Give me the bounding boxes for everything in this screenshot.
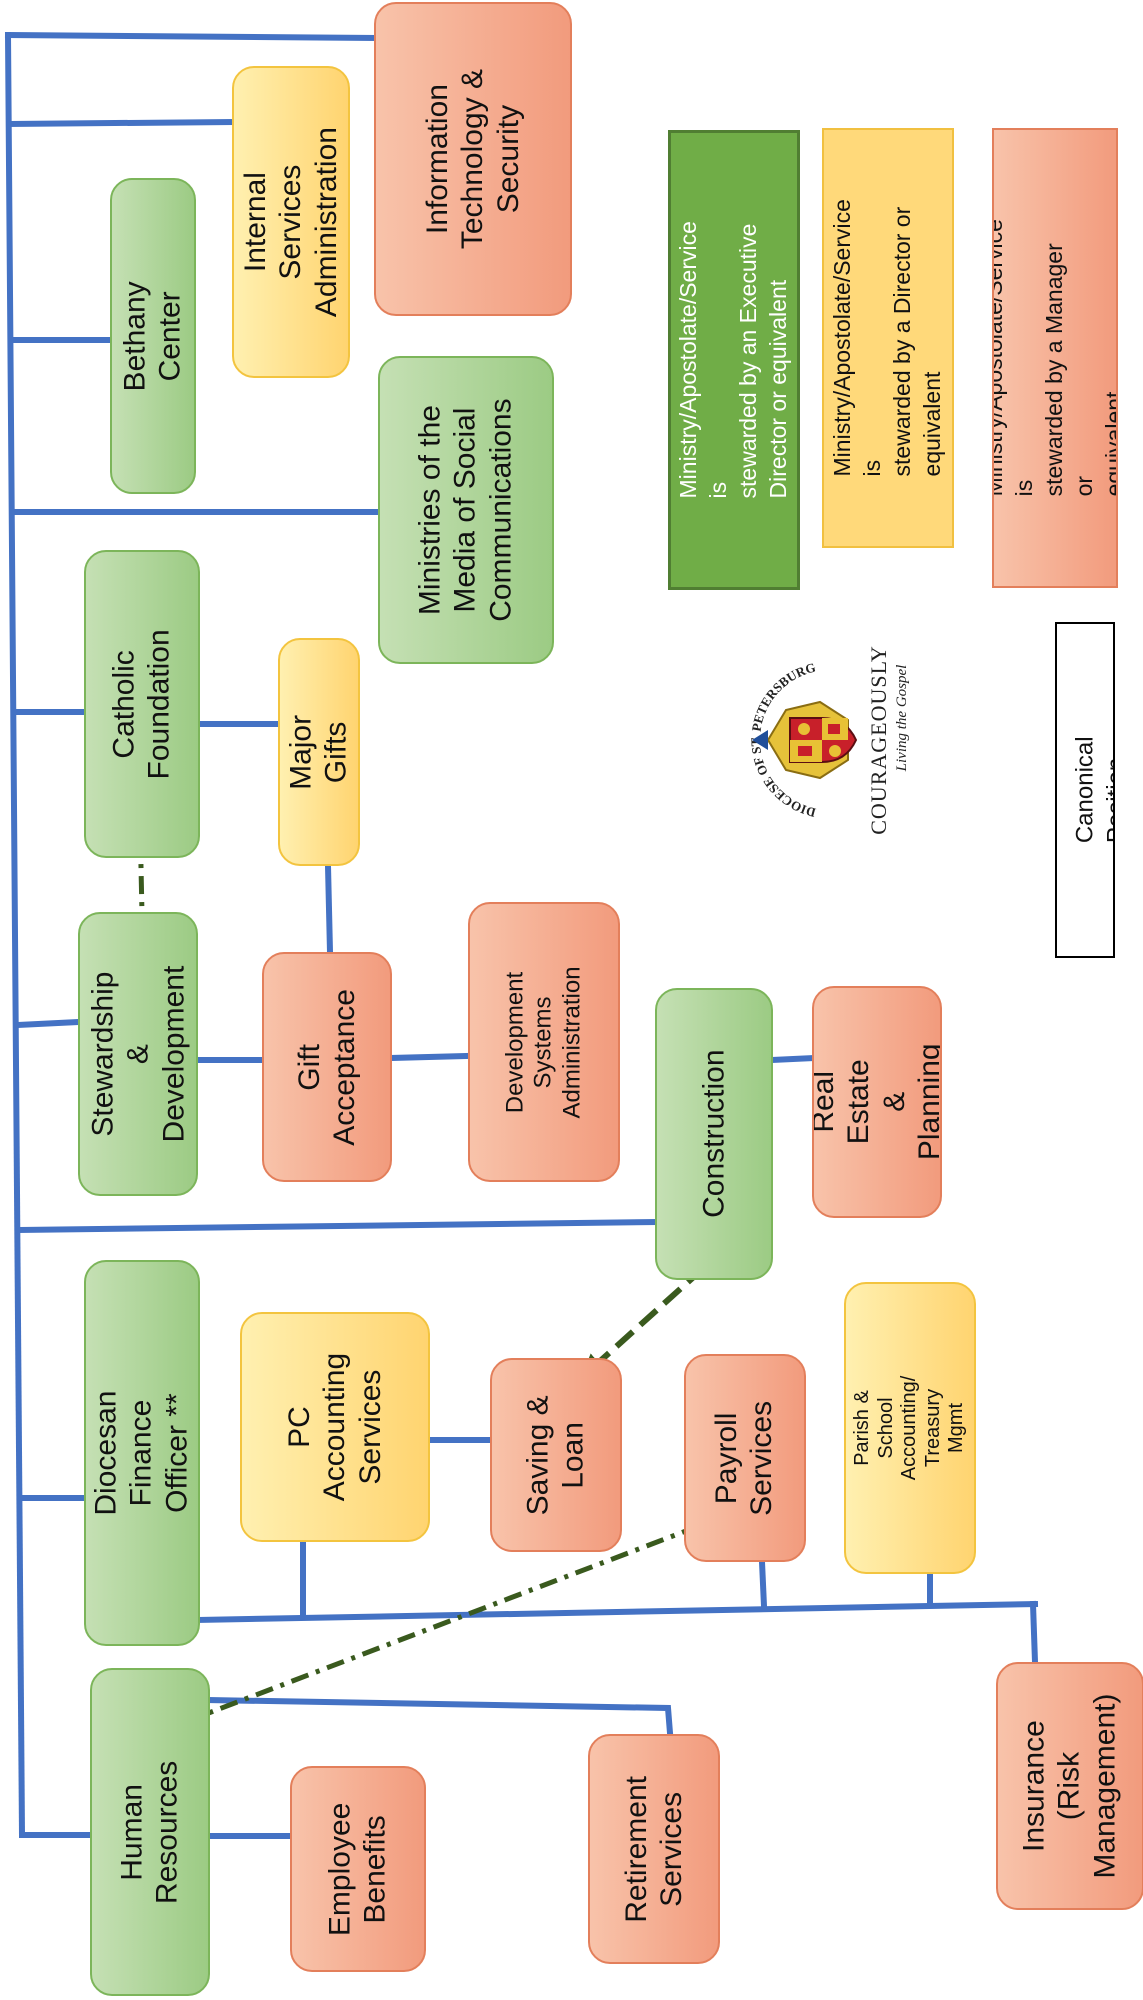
- node-retirement: Retirement Services: [588, 1734, 720, 1964]
- node-construction: Construction: [655, 988, 773, 1280]
- diocese-logo: DIOCESE OF ST. PETERSBURG COURAGEOUSLY L…: [748, 645, 910, 834]
- node-employee-benefits-label: Employee Benefits: [323, 1802, 392, 1936]
- legend-manager-text: Ministry/Apostolate/Service is stewarded…: [992, 219, 1118, 497]
- node-pc-accounting-label: PC Accounting Services: [282, 1352, 387, 1502]
- node-payroll-label: Payroll Services: [710, 1400, 779, 1516]
- node-retirement-label: Retirement Services: [619, 1775, 688, 1923]
- node-insurance-label: Insurance (Risk Management): [1017, 1693, 1122, 1879]
- legend-canonical: ** Canonical Position: [1055, 622, 1115, 958]
- link-major-gifts-gift: [324, 862, 334, 956]
- node-major-gifts: Major Gifts: [278, 638, 360, 866]
- branch-construction: [16, 1218, 659, 1234]
- node-gift-acceptance: Gift Acceptance: [262, 952, 392, 1182]
- node-saving-loan: Saving & Loan: [490, 1358, 622, 1552]
- node-employee-benefits: Employee Benefits: [290, 1766, 426, 1972]
- node-real-estate: Real Estate & Planning: [812, 986, 942, 1218]
- node-catholic-foundation-label: Catholic Foundation: [107, 628, 176, 780]
- node-stewardship: Stewardship & Development: [78, 912, 198, 1196]
- node-human-resources-label: Human Resources: [115, 1760, 185, 1904]
- node-internal-services: Internal Services Administration: [232, 66, 350, 378]
- logo-motto: COURAGEOUSLY: [866, 645, 891, 834]
- node-parish-school-label: Parish & School Accounting/ Treasury Mgm…: [851, 1375, 968, 1481]
- bus-payroll: [758, 1558, 768, 1610]
- link-gift-devsys: [386, 1052, 472, 1062]
- node-info-tech: Information Technology & Security: [374, 2, 572, 316]
- branch-internal-services: [6, 118, 236, 128]
- trunk-line: [4, 31, 26, 1839]
- link-hr-retirement: [204, 1696, 674, 1737]
- legend-manager: Ministry/Apostolate/Service is stewarded…: [992, 128, 1118, 588]
- legend-director-text: Ministry/Apostolate/Service is stewarded…: [829, 199, 945, 477]
- node-media-social: Ministries of the Media of Social Commun…: [378, 356, 554, 664]
- node-bethany-center-label: Bethany Center: [118, 280, 187, 392]
- legend-canonical-text: ** Canonical Position: [1055, 736, 1115, 844]
- node-payroll: Payroll Services: [684, 1354, 806, 1562]
- node-internal-services-label: Internal Services Administration: [238, 126, 343, 318]
- legend-executive-text: Ministry/Apostolate/Service is stewarded…: [675, 221, 791, 499]
- node-pc-accounting: PC Accounting Services: [240, 1312, 430, 1542]
- node-construction-label: Construction: [697, 1049, 731, 1219]
- node-insurance: Insurance (Risk Management): [996, 1662, 1143, 1910]
- node-media-social-label: Ministries of the Media of Social Commun…: [413, 398, 518, 622]
- node-catholic-foundation: Catholic Foundation: [84, 550, 200, 858]
- node-finance-officer-label: Diocesan Finance Officer **: [89, 1390, 194, 1516]
- legend-executive: Ministry/Apostolate/Service is stewarded…: [668, 130, 800, 590]
- node-stewardship-label: Stewardship & Development: [85, 965, 190, 1143]
- link-construction-realestate: [768, 1054, 818, 1064]
- node-parish-school: Parish & School Accounting/ Treasury Mgm…: [844, 1282, 976, 1574]
- logo-tagline: Living the Gospel: [894, 665, 910, 773]
- node-saving-loan-label: Saving & Loan: [521, 1394, 590, 1516]
- node-bethany-center: Bethany Center: [110, 178, 196, 494]
- branch-stewardship: [14, 1018, 82, 1029]
- node-dev-systems: Development Systems Administration: [468, 902, 620, 1182]
- node-dev-systems-label: Development Systems Administration: [501, 965, 586, 1119]
- bus-insurance: [1029, 1600, 1039, 1666]
- legend-director: Ministry/Apostolate/Service is stewarded…: [822, 128, 954, 548]
- node-major-gifts-label: Major Gifts: [284, 714, 353, 790]
- finance-bus: [194, 1600, 1039, 1624]
- node-real-estate-label: Real Estate & Planning: [812, 1043, 942, 1161]
- node-finance-officer: Diocesan Finance Officer **: [84, 1260, 200, 1646]
- node-gift-acceptance-label: Gift Acceptance: [292, 988, 361, 1146]
- branch-info-tech: [4, 31, 379, 42]
- node-human-resources: Human Resources: [90, 1668, 210, 1996]
- node-info-tech-label: Information Technology & Security: [420, 68, 525, 250]
- seal-ornament-icon: [752, 700, 858, 780]
